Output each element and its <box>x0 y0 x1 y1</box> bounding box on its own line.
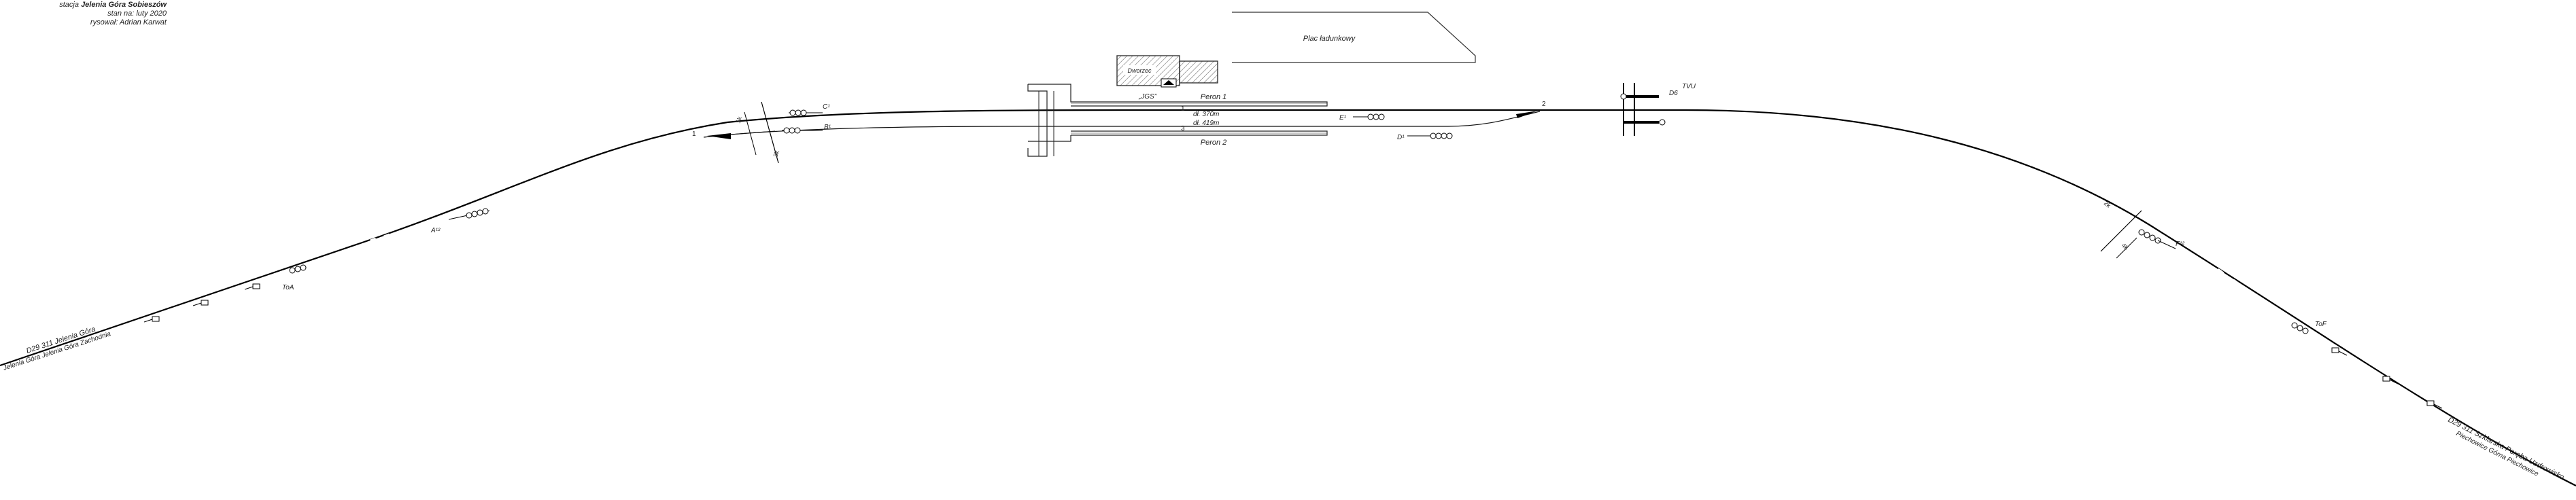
station-code-label: „JGS” <box>1138 93 1157 101</box>
signal-A12 <box>448 208 490 220</box>
ticket-office-icon <box>1161 78 1177 88</box>
platform-1-label: Peron 1 <box>1201 93 1227 101</box>
signal-E1-label: E¹ <box>1339 114 1347 122</box>
line-break-left <box>370 233 390 243</box>
switch-1k-label: 1k <box>734 115 743 124</box>
track-1-number: 1 <box>692 130 696 138</box>
signal-C1-label: C¹ <box>823 103 830 111</box>
marker-left-1 <box>244 283 260 290</box>
platform-2-label: Peron 2 <box>1201 139 1227 147</box>
station-building-label-box <box>1123 65 1156 75</box>
right-line-stations: Piechowice Górna Piechowice <box>2455 430 2540 478</box>
right-line-label: D29 311 Szklarska Poręba Uzdrowisko <box>2447 416 2566 482</box>
signal-B1 <box>782 127 823 134</box>
switch-3k-label: 3k <box>772 149 780 158</box>
header-state: stan na: luty 2020 <box>107 10 167 18</box>
track-1-length: dł. 370m <box>1193 111 1219 118</box>
switch-marker-left <box>707 133 731 139</box>
signal-F12-label: F¹² <box>2176 240 2184 248</box>
platform-crossing <box>1027 84 1054 157</box>
platform-1 <box>1028 84 1328 107</box>
switch-rod-left <box>761 101 779 164</box>
signal-A12-label: A¹² <box>430 227 441 234</box>
signal-F12 <box>2138 229 2176 249</box>
line-break-right <box>2216 268 2240 286</box>
signal-E1 <box>1353 113 1385 120</box>
header-station-prefix: stacja <box>59 1 79 9</box>
signal-B1-label: B¹ <box>824 124 831 131</box>
marker-left-3 <box>143 316 160 323</box>
switch-rod-right-2 <box>2116 237 2137 259</box>
level-crossing <box>1620 83 1666 136</box>
header-author: rysował: Adrian Karwat <box>90 18 167 26</box>
main-track <box>0 109 2576 486</box>
marker-right-1 <box>2331 347 2348 356</box>
sign-tof <box>2291 322 2309 334</box>
station-building-label: Dworzec <box>1127 67 1152 74</box>
sign-tof-label: ToF <box>2315 321 2327 328</box>
loading-yard-outline <box>1232 12 1476 63</box>
switch-rod-left-2 <box>744 111 757 156</box>
switch-marker-right <box>1516 111 1538 118</box>
track-2-number: 2 <box>1542 101 1546 108</box>
track-3-length: dł. 419m <box>1193 120 1219 127</box>
track-1-mid-number: 1 <box>1181 105 1185 113</box>
sign-toa <box>289 264 307 274</box>
sign-toa-label: ToA <box>282 284 294 291</box>
signal-D1-label: D¹ <box>1397 134 1405 141</box>
signal-D1 <box>1407 132 1453 139</box>
header-station-line: stacja Jelenia Góra Sobieszów <box>20 1 167 10</box>
header-station-name: Jelenia Góra Sobieszów <box>81 1 167 9</box>
marker-left-2 <box>192 300 209 306</box>
switch-rod-right <box>2100 210 2142 252</box>
platform-2 <box>1028 130 1328 142</box>
marker-right-3 <box>2426 400 2443 409</box>
signal-C1 <box>789 109 823 116</box>
switch-2k-label: 2k <box>2103 200 2112 209</box>
station-building-annex <box>1179 60 1218 84</box>
loading-yard-label: Plac ładunkowy <box>1303 35 1356 43</box>
crossing-tvu-label: TVU <box>1682 83 1696 90</box>
header-block: stacja Jelenia Góra Sobieszów stan na: l… <box>20 1 167 27</box>
track-3-number: 3 <box>1181 125 1185 132</box>
marker-right-2 <box>2382 376 2399 385</box>
crossing-d6-label: D6 <box>1669 90 1678 97</box>
switch-4k-label: 4k <box>2120 242 2130 251</box>
